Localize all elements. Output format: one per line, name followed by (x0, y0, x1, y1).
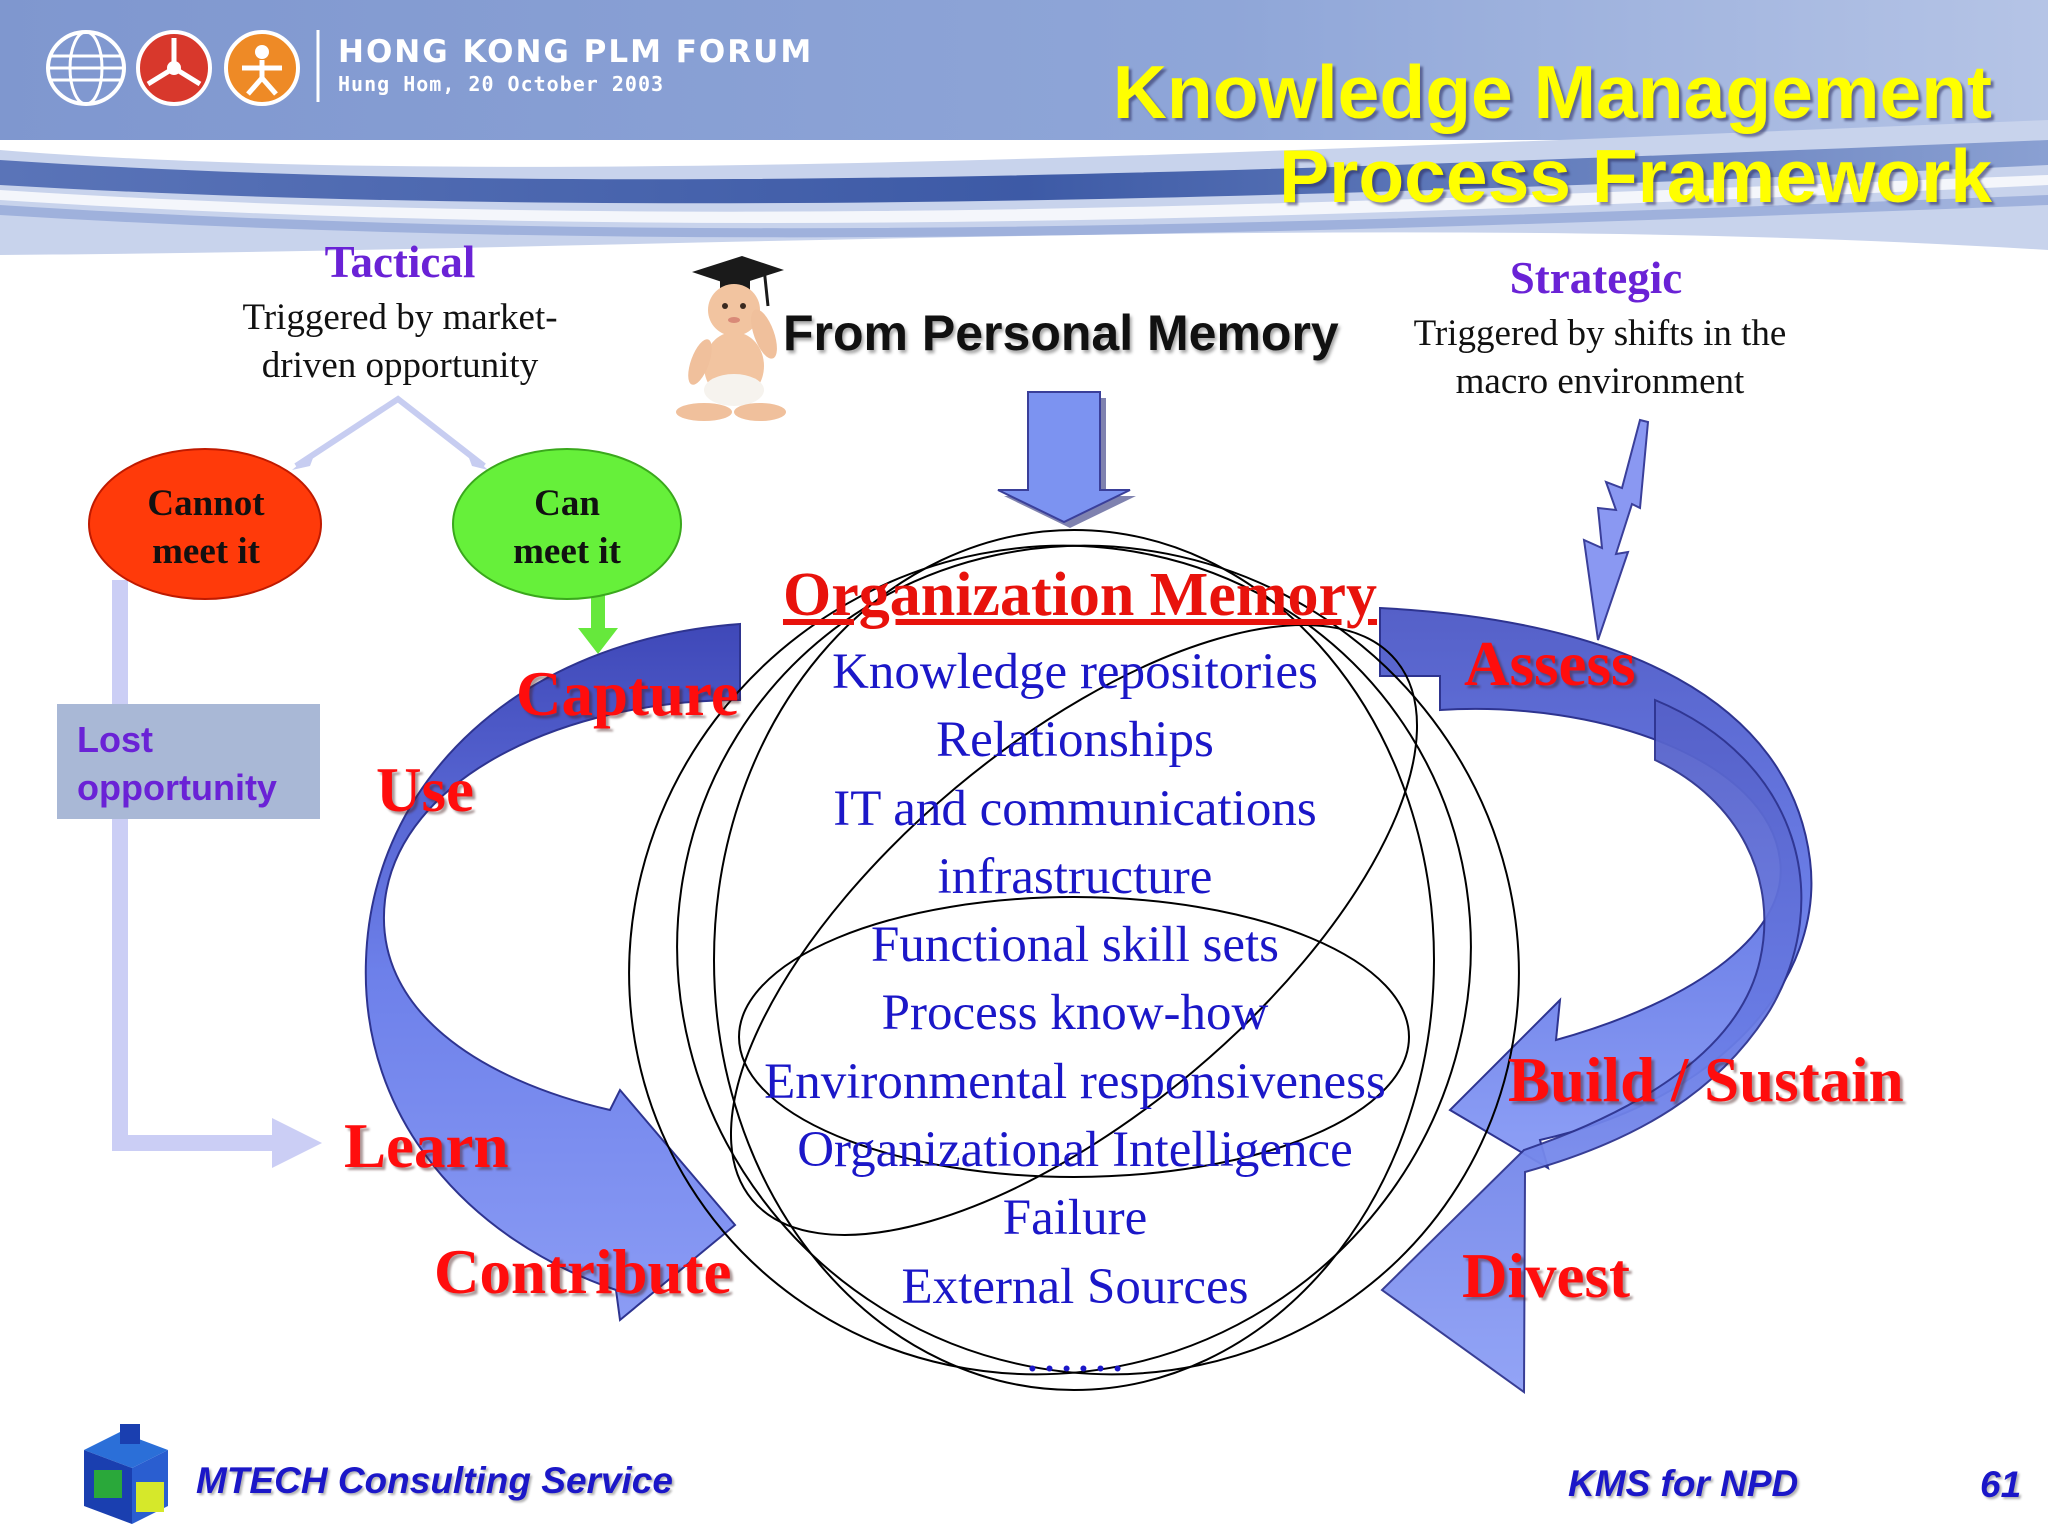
step-divest: Divest (1462, 1241, 1630, 1311)
step-build-sustain: Build / Sustain (1508, 1045, 1904, 1115)
globe-logo-icon (46, 30, 126, 106)
lost-opportunity-arrowhead (272, 1118, 322, 1168)
forum-title: HONG KONG PLM FORUM (338, 34, 814, 70)
org-memory-item: infrastructure (937, 848, 1213, 905)
cannot-line2: meet it (152, 531, 260, 572)
mtech-logo-icon (84, 1424, 168, 1524)
from-personal-memory: From Personal Memory (783, 305, 1339, 361)
strategic-note-line1: Triggered by shifts in the (1413, 313, 1787, 354)
forum-subtitle: Hung Hom, 20 October 2003 (338, 72, 665, 96)
person-logo-icon (224, 30, 300, 106)
org-memory-item: …… (1024, 1326, 1126, 1383)
org-memory-item: Functional skill sets (871, 917, 1279, 974)
organization-memory-title: Organization Memory (782, 561, 1378, 629)
org-memory-item: Knowledge repositories (832, 644, 1318, 700)
step-assess: Assess (1464, 629, 1636, 699)
green-arrow-shaft (591, 590, 605, 632)
tactical-note-line2: driven opportunity (261, 345, 539, 386)
can-meet-it-text: Can meet it (450, 480, 684, 576)
org-memory-item: Relationships (936, 712, 1214, 769)
lost-opportunity-line2: opportunity (77, 767, 277, 808)
slide-title: Knowledge Management Process Framework (1113, 50, 1992, 218)
strategic-label: Strategic (1509, 253, 1683, 303)
slide-title-line2: Process Framework (1279, 134, 1992, 218)
org-memory-item: Organizational Intelligence (797, 1122, 1353, 1179)
left-cycle-arrow (364, 622, 741, 1322)
tactical-branch-lines (294, 395, 486, 469)
step-contribute: Contribute (434, 1237, 732, 1307)
tactical-note: Triggered by market- driven opportunity (200, 294, 600, 390)
footer-topic: KMS for NPD (1568, 1463, 1799, 1504)
org-memory-item: Failure (1002, 1190, 1148, 1247)
org-memory-item: IT and communications (833, 780, 1317, 837)
org-memory-item: Process know-how (881, 985, 1269, 1042)
network-logo-icon (136, 30, 212, 106)
can-line1: Can (534, 483, 600, 524)
step-use: Use (376, 755, 474, 825)
lost-opportunity-line1: Lost (77, 719, 153, 760)
tactical-label: Tactical (324, 237, 476, 287)
can-meet-it-oval (452, 448, 682, 600)
strategic-note-line2: macro environment (1455, 361, 1745, 402)
header-banner (0, 0, 2048, 260)
org-memory-item: External Sources (901, 1258, 1249, 1315)
organization-memory-list: Knowledge repositories Relationships IT … (700, 638, 1450, 1389)
green-arrow-head (578, 628, 618, 654)
organization-orbits (628, 529, 1520, 1391)
tactical-note-line1: Triggered by market- (242, 297, 558, 338)
cannot-meet-it-text: Cannot meet it (86, 480, 326, 576)
cannot-meet-it-oval (88, 448, 322, 600)
baby-graduate-image (676, 256, 786, 421)
strategic-note: Triggered by shifts in the macro environ… (1380, 310, 1820, 406)
step-learn: Learn (344, 1111, 509, 1181)
divest-arrow (1380, 698, 1803, 1394)
can-line2: meet it (513, 531, 621, 572)
lightning-bolt-icon (1582, 418, 1650, 641)
footer-company: MTECH Consulting Service (196, 1460, 673, 1501)
lost-opportunity-path (112, 580, 280, 1151)
down-arrow-icon (997, 391, 1136, 528)
page-number: 61 (1980, 1464, 2022, 1505)
step-capture: Capture (516, 659, 739, 729)
cannot-line1: Cannot (147, 483, 265, 524)
slide-title-line1: Knowledge Management (1112, 50, 1992, 134)
branch-arrowhead-left (292, 450, 316, 470)
branch-arrowhead-right (466, 450, 488, 470)
lost-opportunity-box: Lost opportunity (57, 704, 320, 819)
org-memory-item: Environmental responsiveness (764, 1053, 1386, 1110)
